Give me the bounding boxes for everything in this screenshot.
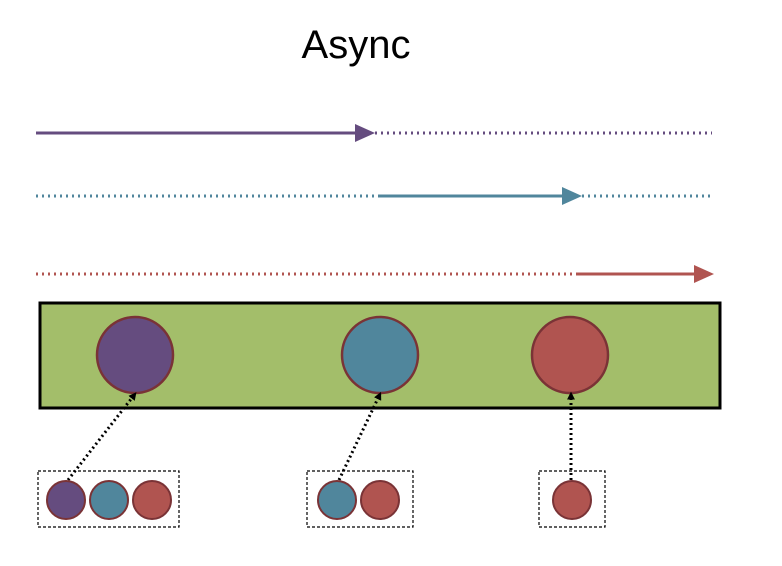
running-task-circle [95, 315, 175, 395]
queue-connectors [66, 391, 575, 481]
queue-box [306, 470, 414, 528]
queue-box [37, 470, 180, 528]
queued-task-circle [552, 480, 592, 520]
connector-arrow [66, 392, 137, 481]
arrowhead [562, 187, 582, 205]
queue-border [37, 470, 180, 528]
task-queues [37, 470, 606, 528]
connector-arrow [337, 391, 382, 481]
diagram-title: Async [302, 23, 411, 67]
arrowhead [694, 265, 714, 283]
queued-task-circle [46, 480, 86, 520]
timeline-task-2 [36, 187, 712, 205]
running-task-circle [530, 315, 610, 395]
running-task-circle [340, 315, 420, 395]
queue-box [538, 470, 606, 528]
queue-border [306, 470, 414, 528]
queued-task-circle [360, 480, 400, 520]
running-tasks [95, 315, 610, 395]
timeline-task-3 [36, 265, 714, 283]
arrowhead [355, 124, 375, 142]
queue-border [538, 470, 606, 528]
queued-task-circle [132, 480, 172, 520]
timeline-task-1 [36, 124, 712, 142]
queued-task-circle [89, 480, 129, 520]
timelines [36, 124, 714, 283]
queued-task-circle [317, 480, 357, 520]
